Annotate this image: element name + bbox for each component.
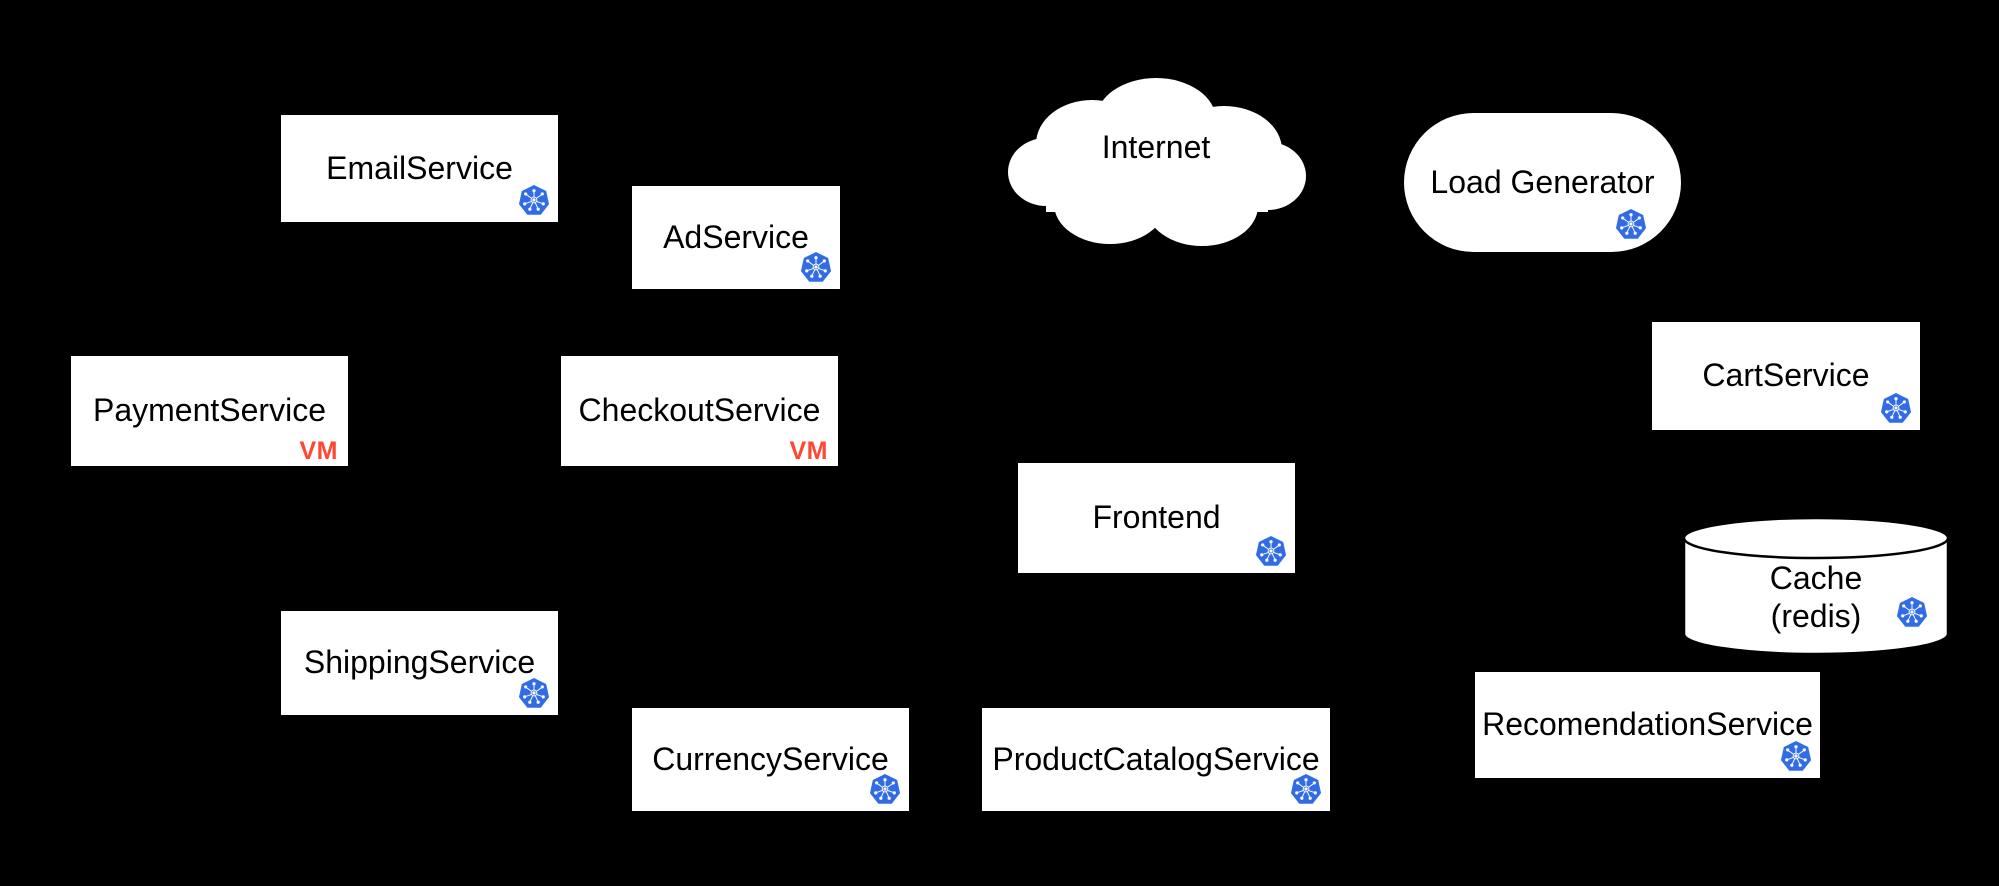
- kubernetes-icon: [518, 184, 550, 215]
- node-frontend[interactable]: Frontend: [1018, 463, 1295, 573]
- node-label-internet: Internet: [1101, 129, 1211, 165]
- node-product-catalog-service[interactable]: ProductCatalogService: [982, 708, 1330, 811]
- kubernetes-icon: [1255, 535, 1287, 566]
- kubernetes-icon: [1615, 208, 1647, 239]
- node-label-currency-service: CurrencyService: [652, 740, 889, 777]
- node-label-load-generator: Load Generator: [1430, 163, 1655, 200]
- vm-badge: VM: [789, 437, 828, 465]
- node-internet-cloud[interactable]: Internet: [1006, 72, 1306, 252]
- node-label-frontend: Frontend: [1092, 499, 1221, 536]
- kubernetes-icon: [800, 251, 832, 282]
- vm-badge: VM: [299, 437, 338, 465]
- node-label-checkout-service: CheckoutService: [578, 392, 821, 429]
- node-ad-service[interactable]: AdService: [632, 186, 840, 289]
- node-cart-service[interactable]: CartService: [1652, 322, 1920, 430]
- node-shipping-service[interactable]: ShippingService: [281, 611, 558, 715]
- node-label-product-catalog-service: ProductCatalogService: [992, 740, 1320, 777]
- kubernetes-icon: [1896, 596, 1928, 627]
- node-load-generator[interactable]: Load Generator: [1404, 113, 1681, 252]
- node-label-recomendation-service: RecomendationService: [1482, 706, 1813, 743]
- cloud-shape-icon: [1008, 78, 1306, 246]
- node-email-service[interactable]: EmailService: [281, 115, 558, 222]
- node-label-email-service: EmailService: [326, 149, 513, 186]
- kubernetes-icon: [518, 677, 550, 708]
- kubernetes-icon: [1780, 740, 1812, 771]
- node-recomendation-service[interactable]: RecomendationService: [1475, 672, 1820, 778]
- kubernetes-icon: [869, 773, 901, 804]
- cylinder-shape-icon: [1682, 516, 1950, 656]
- node-cache-redis[interactable]: Cache (redis): [1682, 516, 1950, 656]
- node-currency-service[interactable]: CurrencyService: [632, 708, 909, 811]
- node-label-cart-service: CartService: [1702, 357, 1870, 394]
- node-label-ad-service: AdService: [663, 218, 809, 255]
- node-label-payment-service: PaymentService: [93, 392, 326, 429]
- node-payment-service[interactable]: PaymentService VM: [71, 356, 348, 466]
- kubernetes-icon: [1290, 773, 1322, 804]
- node-label-shipping-service: ShippingService: [303, 644, 536, 681]
- node-checkout-service[interactable]: CheckoutService VM: [561, 356, 838, 466]
- kubernetes-icon: [1880, 392, 1912, 423]
